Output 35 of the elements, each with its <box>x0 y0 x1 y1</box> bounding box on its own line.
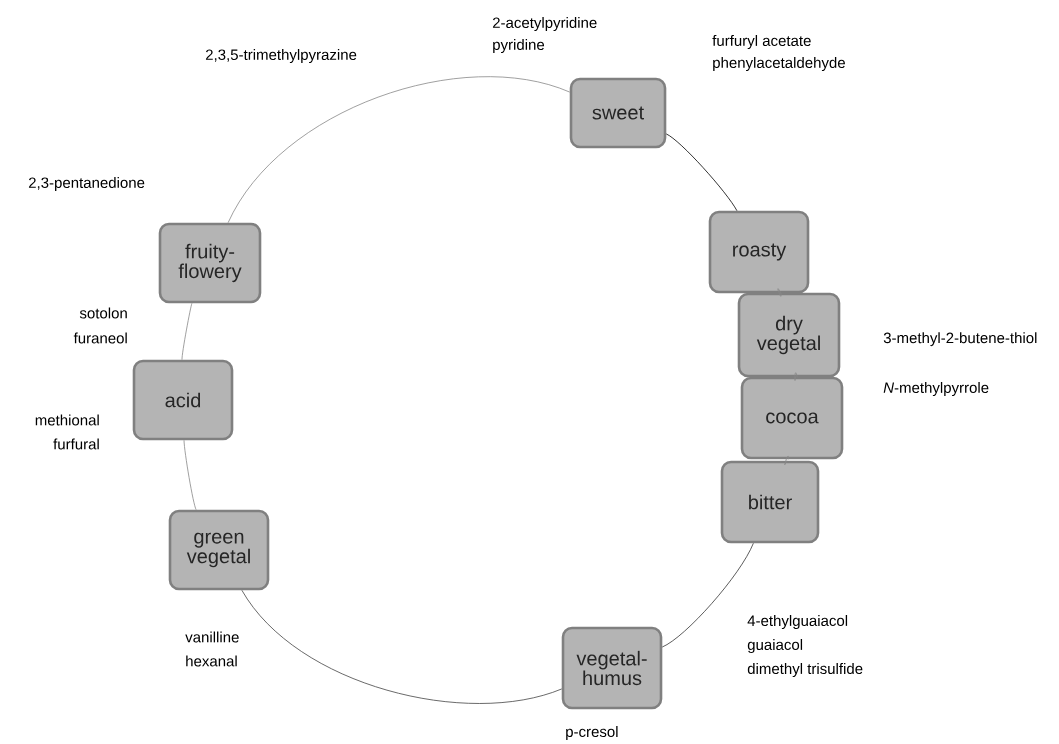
compound-label: furaneol <box>73 332 127 344</box>
compound-label: furfural <box>53 438 99 450</box>
flavor-box: dry vegetal <box>737 292 841 378</box>
flavor-box: fruity-flowery <box>158 222 262 304</box>
compound-label: sotolon <box>79 307 127 319</box>
compound-label: vanilline <box>185 631 239 643</box>
compound-label: p-cresol <box>566 726 618 740</box>
flavor-box: acid <box>132 359 234 441</box>
ring-arc <box>227 76 571 224</box>
compound-label: dimethyl trisulfide <box>747 663 863 677</box>
ring-arc <box>777 288 782 297</box>
ring-arc <box>665 133 738 212</box>
flavor-box: vegetal-humus <box>561 626 663 710</box>
flavor-box: green vegetal <box>168 509 270 591</box>
compound-label: 2,3,5-trimethylpyrazine <box>205 49 357 63</box>
ring-arc <box>183 439 197 511</box>
ring-arc <box>661 542 754 648</box>
ring-arc <box>241 589 563 704</box>
compound-label: furfuryl acetate <box>712 35 811 49</box>
compound-label: 2,3-pentanedione <box>28 177 145 191</box>
flavor-box: cocoa <box>740 376 844 460</box>
compound-label: 4-ethylguaiacol <box>747 615 848 629</box>
ring-arc <box>784 455 789 466</box>
ring-arc <box>181 302 193 361</box>
flavor-box: bitter <box>720 460 820 544</box>
compound-label: guaiacol <box>747 639 803 653</box>
compound-label: methional <box>35 414 99 426</box>
flavor-box: roasty <box>708 210 810 294</box>
compound-label: phenylacetaldehyde <box>713 57 845 71</box>
compound-label: 2-acetylpyridine <box>492 17 597 31</box>
compound-label: hexanal <box>186 655 237 667</box>
compound-label: pyridine <box>493 39 545 53</box>
compound-label: 3-methyl-2-butene-thiol <box>883 332 1037 347</box>
flavor-box: sweet <box>569 77 667 149</box>
compound-label: N-methylpyrrole <box>883 382 989 396</box>
